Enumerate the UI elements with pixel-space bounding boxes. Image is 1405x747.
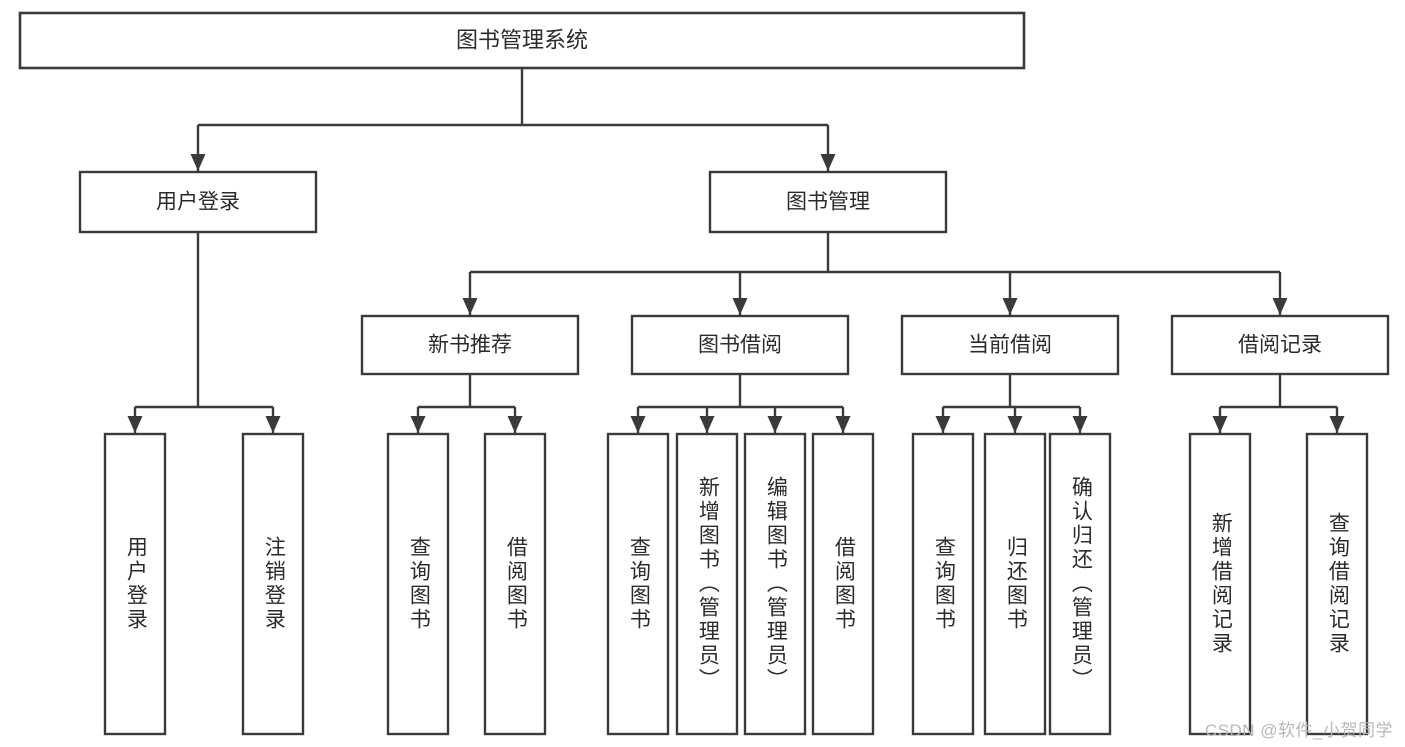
node-root-label: 图书管理系统 — [456, 27, 588, 52]
arrow-down-icon — [507, 416, 523, 433]
node-leaf-新增图书管理员-5-box — [675, 432, 739, 736]
node-新书推荐-label: 新书推荐 — [428, 334, 512, 357]
arrow-down-icon — [1007, 416, 1023, 433]
node-leaf-借阅图书-3-box — [483, 432, 547, 736]
arrow-down-icon — [1329, 416, 1345, 433]
connector-layer — [127, 68, 1345, 433]
node-借阅记录-label: 借阅记录 — [1238, 334, 1322, 357]
node-root-box — [18, 11, 1026, 70]
node-图书管理-label: 图书管理 — [786, 191, 870, 214]
node-leaf-归还图书-9-box — [983, 432, 1047, 736]
node-leaf-查询借阅记录-12-box — [1305, 432, 1369, 736]
node-用户登录-box — [78, 170, 318, 234]
node-leaf-查询图书-2-box — [386, 432, 450, 736]
node-图书借阅-label: 图书借阅 — [698, 334, 782, 357]
arrow-down-icon — [732, 298, 748, 315]
arrow-down-icon — [767, 416, 783, 433]
arrow-down-icon — [935, 416, 951, 433]
arrow-down-icon — [190, 154, 206, 171]
arrow-down-icon — [835, 416, 851, 433]
node-新书推荐-box — [360, 314, 580, 376]
node-图书管理-box — [708, 170, 948, 234]
node-图书借阅-box — [630, 314, 850, 376]
arrow-down-icon — [1072, 416, 1088, 433]
arrow-down-icon — [630, 416, 646, 433]
arrow-down-icon — [699, 416, 715, 433]
arrow-down-icon — [462, 298, 478, 315]
node-当前借阅-box — [900, 314, 1120, 376]
node-借阅记录-box — [1170, 314, 1390, 376]
node-leaf-查询图书-8-box — [911, 432, 975, 736]
arrow-down-icon — [1272, 298, 1288, 315]
node-leaf-查询图书-4-box — [606, 432, 670, 736]
node-leaf-借阅图书-7-box — [811, 432, 875, 736]
arrow-down-icon — [1212, 416, 1228, 433]
node-当前借阅-label: 当前借阅 — [968, 334, 1052, 357]
arrow-down-icon — [127, 416, 143, 433]
node-leaf-注销登录-1-box — [241, 432, 305, 736]
arrow-down-icon — [265, 416, 281, 433]
node-用户登录-label: 用户登录 — [156, 191, 240, 214]
watermark: CSDN @软件_小贺同学 — [1204, 721, 1393, 740]
node-leaf-确认归还管理员-10-box — [1048, 432, 1112, 736]
node-leaf-新增借阅记录-11-box — [1188, 432, 1252, 736]
arrow-down-icon — [1002, 298, 1018, 315]
arrow-down-icon — [820, 154, 836, 171]
arrow-down-icon — [410, 416, 426, 433]
node-leaf-编辑图书管理员-6-box — [743, 432, 807, 736]
node-leaf-用户登录-0-box — [103, 432, 167, 736]
